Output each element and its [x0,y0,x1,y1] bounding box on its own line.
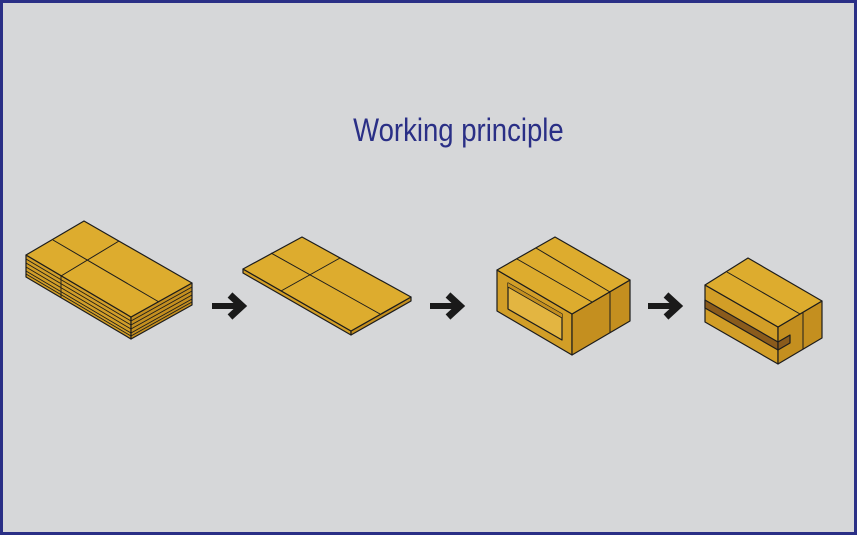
single-flat-box-icon [242,236,412,336]
right-arrow-icon [430,292,466,320]
stack-of-flat-boxes-icon [25,220,193,340]
right-arrow-icon [648,292,684,320]
open-box-icon [496,236,631,356]
right-arrow-icon [212,292,248,320]
diagram-title: Working principle [353,112,564,148]
sealed-taped-box-icon [704,257,823,365]
